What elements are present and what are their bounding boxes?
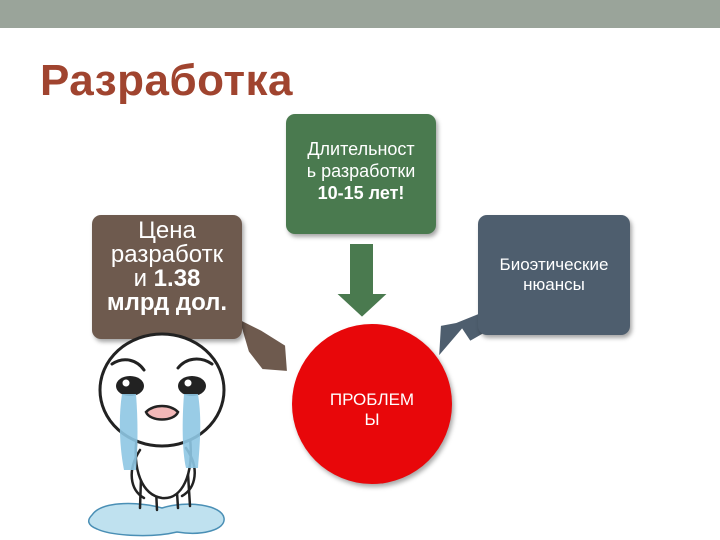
problems-line-1: ПРОБЛЕМ xyxy=(329,390,415,409)
problems-line-2: Ы xyxy=(364,410,380,429)
problems-circle: ПРОБЛЕМ Ы xyxy=(292,324,452,484)
duration-box: Длительност ь разработки 10-15 лет! xyxy=(286,114,436,234)
price-line-1: Цена xyxy=(138,217,196,244)
bioethics-box: Биоэтические нюансы xyxy=(478,215,630,335)
price-line-2: разработк xyxy=(110,241,224,268)
duration-line-2: ь разработки xyxy=(306,161,416,181)
top-bar xyxy=(0,0,720,28)
bio-line-2: нюансы xyxy=(523,275,585,294)
bio-line-1: Биоэтические xyxy=(499,255,609,274)
price-box: Цена разработк и 1.38 млрд дол. xyxy=(92,215,242,339)
price-line-3: и 1.38 xyxy=(92,267,242,291)
arrow-down xyxy=(332,242,392,320)
price-line-3-prefix: и xyxy=(133,265,154,292)
price-amount: 1.38 xyxy=(153,265,201,292)
crying-meme-face-icon xyxy=(87,332,226,537)
slide-title: Разработка xyxy=(40,56,293,105)
price-line-4: млрд дол. xyxy=(106,289,228,316)
duration-line-1: Длительност xyxy=(307,139,415,159)
arrow-price-to-result xyxy=(236,316,290,374)
duration-line-3: 10-15 лет! xyxy=(317,183,405,203)
